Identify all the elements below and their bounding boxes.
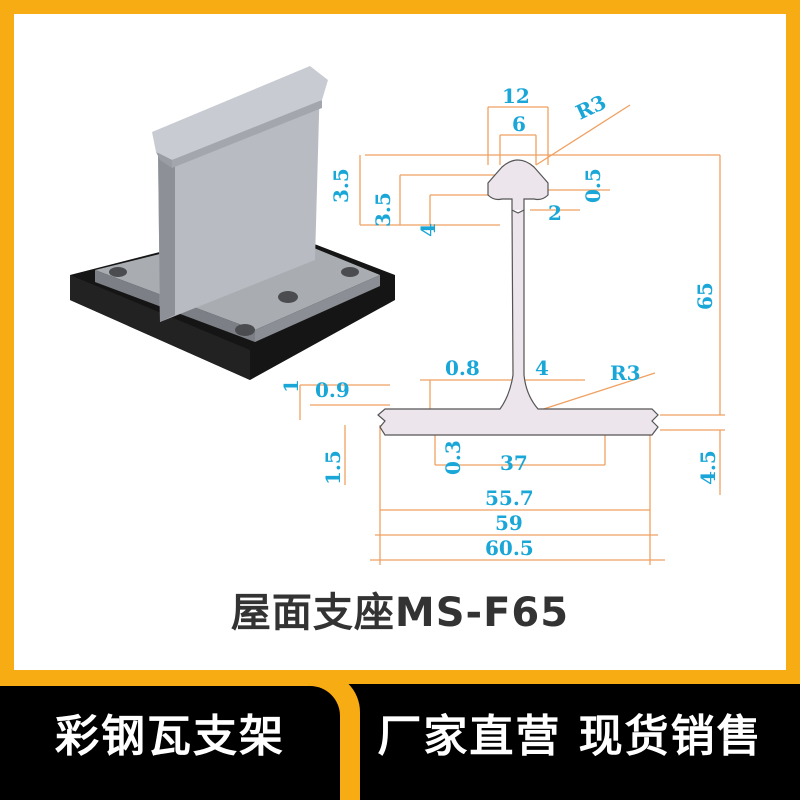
banner-left-text: 彩钢瓦支架: [55, 711, 285, 762]
dim-r3-top: R3: [572, 90, 610, 125]
dim-65: 65: [693, 282, 717, 310]
banner-tab: [0, 686, 340, 800]
dim-0-5: 0.5: [581, 168, 605, 203]
profile-drawing: 12 6 R3 3.5 3.5 4 2 0.5 65 1 0.9 0.8 4 R…: [280, 84, 725, 565]
dim-0-8: 0.8: [445, 356, 480, 380]
dim-3-5-outer: 3.5: [329, 168, 353, 203]
mount-hole: [109, 267, 127, 277]
dim-12: 12: [502, 84, 530, 108]
dim-r3-bottom: R3: [610, 361, 641, 385]
dim-0-3: 0.3: [441, 440, 465, 475]
dim-6: 6: [512, 112, 526, 136]
dim-0-9: 0.9: [315, 378, 350, 402]
mount-hole: [341, 267, 359, 277]
dim-37: 37: [500, 451, 528, 475]
dim-59: 59: [495, 511, 523, 535]
dim-1: 1: [280, 379, 303, 393]
product-title: 屋面支座MS-F65: [230, 590, 570, 636]
dim-1-5: 1.5: [321, 450, 345, 485]
dim-55-7: 55.7: [485, 486, 534, 510]
banner-right-text: 厂家直营 现货销售: [377, 711, 763, 762]
mount-hole: [278, 291, 298, 303]
t-profile: [377, 159, 659, 436]
top-head: [152, 66, 328, 160]
dim-4-web: 4: [416, 223, 440, 237]
dim-3-5-inner: 3.5: [371, 192, 395, 227]
content-panel: [14, 14, 786, 670]
dim-60-5: 60.5: [485, 536, 534, 560]
dim-4-5: 4.5: [696, 450, 720, 485]
dim-2: 2: [548, 201, 562, 225]
dim-4-neck: 4: [535, 356, 549, 380]
mount-hole: [235, 324, 255, 336]
product-photo: [70, 66, 395, 380]
dimension-lines: [299, 104, 725, 565]
